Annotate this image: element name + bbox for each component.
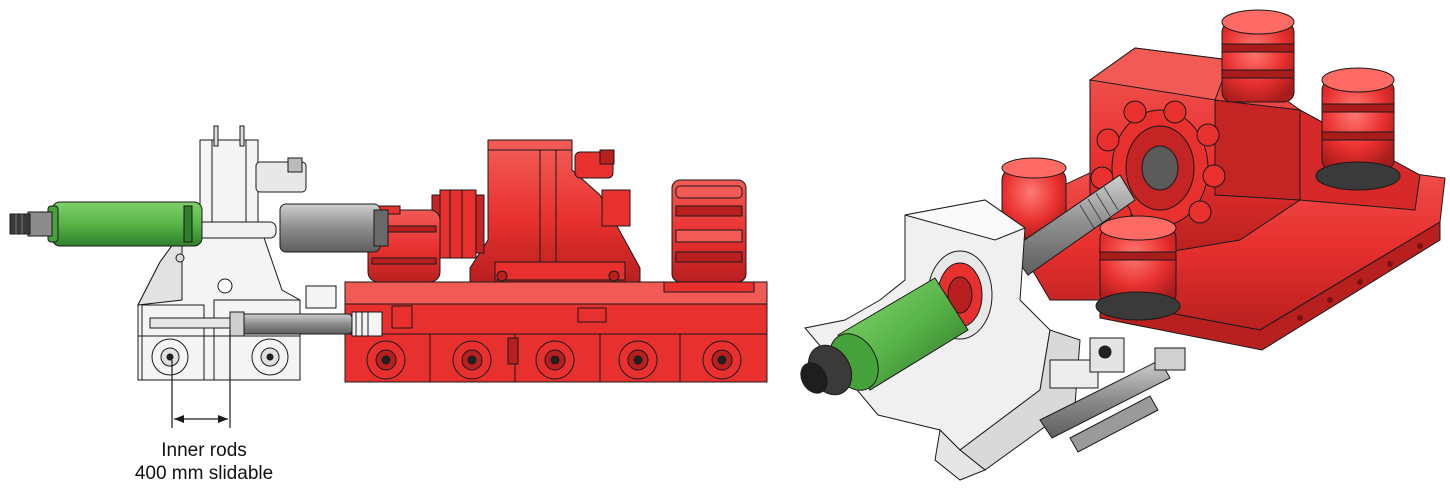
iso-drum-stack-right xyxy=(1315,67,1401,191)
iso-drive-motor xyxy=(1001,157,1067,239)
iso-drum-stack-front xyxy=(1095,215,1181,321)
isometric-view-drawing xyxy=(800,9,1446,481)
annotation-line-1: Inner rods xyxy=(161,440,247,461)
green-tool-iso xyxy=(800,277,969,396)
frame-flange-4 xyxy=(618,340,658,380)
gearbox-tower xyxy=(469,145,641,283)
frame-flange-1 xyxy=(366,340,406,380)
carriage-flange-left xyxy=(151,338,189,376)
iso-drum-stack-top xyxy=(1221,9,1295,103)
inner-rod-assembly xyxy=(149,311,383,337)
iso-inner-rods xyxy=(1039,347,1186,453)
green-tool-side xyxy=(9,201,203,247)
iso-main-flange xyxy=(1090,100,1226,227)
carriage-flange-right xyxy=(251,338,289,376)
annotation-line-2: 400 mm slidable xyxy=(135,463,273,484)
drive-shaft xyxy=(279,203,381,253)
side-drum-stack xyxy=(663,179,755,293)
frame-flange-5 xyxy=(702,340,742,380)
frame-flange-2 xyxy=(452,340,492,380)
frame-flange-3 xyxy=(535,340,575,380)
side-view-drawing xyxy=(9,125,768,383)
dimension-marker xyxy=(171,330,231,428)
